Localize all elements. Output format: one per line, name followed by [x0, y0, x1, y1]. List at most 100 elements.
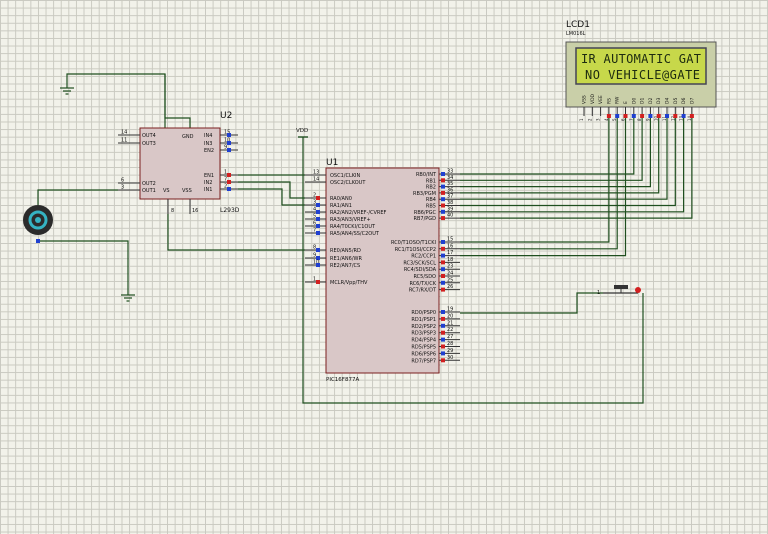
u2-pin-name: OUT4 [142, 133, 156, 139]
u1-pin-number: 8 [313, 245, 316, 251]
lcd-pin-number: 2 [587, 118, 592, 121]
u2-pin-state [227, 141, 231, 145]
u1-pin-name: RA5/AN4/SS/C2OUT [330, 231, 380, 237]
lcd-pin-name: E [623, 101, 629, 104]
u1-pin-name: RD5/PSP5 [411, 345, 436, 351]
u1-pin-number: 28 [447, 341, 453, 347]
ground-symbol [60, 87, 74, 95]
u1-portc-pin-state [441, 253, 445, 258]
lcd-pin-number: 3 [596, 118, 601, 121]
u1-pin-number: 2 [313, 193, 316, 199]
lcd-pin-number: 10 [654, 115, 659, 121]
lcd-pin-number: 9 [645, 118, 650, 121]
button-pin-label: 1 [597, 290, 600, 296]
wire-lcd-data-1 [460, 116, 643, 181]
u2-vss-label: VSS [182, 188, 192, 194]
u2-pin-name: IN3 [204, 141, 212, 147]
lcd-pin-number: 7 [629, 118, 634, 121]
motor-pin-state [36, 239, 40, 243]
u2-model-label: L293D [220, 207, 240, 214]
dc-motor[interactable] [23, 205, 53, 235]
u1-pin-state [316, 256, 320, 260]
u2-pin-number: 11 [121, 138, 127, 144]
u1-pin-number: 27 [447, 334, 453, 340]
lcd-pin-number: 1 [579, 118, 584, 121]
wire-in1 [238, 188, 305, 206]
u1-pin-name: RC7/RX/DT [409, 288, 437, 294]
u2-pin-number: 6 [121, 178, 124, 184]
u1-pin-name: RC5/SDO [413, 274, 436, 280]
lcd-pin-state [615, 114, 620, 118]
u2-pin-number: 3 [121, 185, 124, 191]
u1-pin-name: RE0/AN5/RD [330, 248, 361, 254]
u1-portb-pin-state [441, 184, 445, 189]
u1-pin-name: RA2/AN2/VREF-/CVREF [330, 210, 387, 216]
u1-pin-number: 23 [447, 264, 453, 270]
u2-pin-number: 14 [121, 130, 127, 136]
u1-pin-name: RC0/T1OSO/T1CKI [391, 240, 436, 246]
u2-gnd-label: GND [182, 134, 194, 140]
button-actuator [614, 285, 628, 289]
u1-pin-number: 4 [313, 207, 316, 213]
lcd-pin-name: RS [606, 98, 612, 104]
u1-pin-name: RB7/PGD [413, 216, 436, 222]
lcd-pin-state [631, 114, 636, 118]
u1-pin-number: 37 [447, 194, 453, 200]
u1-pin-number: 22 [447, 327, 453, 333]
wire-lcd-data-3 [460, 116, 660, 194]
u1-pin-number: 3 [313, 200, 316, 206]
u2-ref-label: U2 [220, 111, 232, 121]
u1-portb-pin-state [441, 178, 445, 183]
motor-ring [28, 210, 48, 230]
button-state-indicator [635, 287, 641, 293]
u1-pin-name: RA0/AN0 [330, 196, 352, 202]
u1-pin-number: 26 [447, 284, 453, 290]
u1-portd-pin-state [441, 344, 445, 349]
u1-pin-name: RC3/SCK/SCL [403, 260, 436, 266]
push-button[interactable] [603, 285, 641, 294]
lcd-pin-number: 12 [670, 115, 675, 121]
u2-pin-state [227, 173, 231, 177]
u1-portc-pin-state [441, 287, 445, 292]
u1-pin-number: 6 [313, 221, 316, 227]
u1-pin-state [316, 210, 320, 214]
u1-portb-pin-state [441, 216, 445, 221]
u1-pin-name: RB5 [426, 204, 436, 210]
u1-body[interactable] [325, 167, 440, 374]
u2-pin-name: IN2 [204, 180, 212, 186]
lcd-pin-state [606, 114, 611, 118]
u1-pin-number: 24 [447, 271, 453, 277]
u1-pin-name: RA3/AN3/VREF+ [330, 217, 371, 223]
u1-pin-name: RB2 [426, 185, 436, 191]
u1-pin-number: 35 [447, 181, 453, 187]
u1-pin-number: 21 [447, 320, 453, 326]
wire-lcd-ctrl-0 [460, 116, 610, 243]
wire-in2 [238, 181, 305, 199]
u1-pin-number: 18 [447, 257, 453, 263]
wire-vdd [302, 137, 644, 404]
u1-pin-name: RE2/AN7/CS [330, 263, 360, 269]
u2-pin-state [227, 133, 231, 137]
u2-pin-name: IN4 [204, 133, 212, 139]
wire-lcd-ctrl-1 [460, 116, 618, 250]
u1-portd-pin-state [441, 351, 445, 356]
u2-pin-name: OUT1 [142, 188, 156, 194]
u1-portc-pin-state [441, 274, 445, 278]
u2-pin-number: 2 [224, 184, 227, 190]
u1-pin-number: 38 [447, 200, 453, 206]
u1-pin-name: RC6/TX/CK [409, 281, 436, 287]
u1-portd-pin-state [441, 323, 445, 328]
u2-body[interactable] [139, 127, 221, 200]
u2-pin-number: 10 [224, 138, 230, 144]
ground-symbol [121, 294, 135, 302]
u1-pin-name: RD7/PSP7 [411, 358, 436, 364]
lcd-pin-state [681, 114, 686, 118]
lcd-line-2: NO VEHICLE@GATE [585, 68, 700, 82]
u1-portd-pin-state [441, 330, 445, 335]
u1-pin-name: OSC2/CLKOUT [330, 180, 366, 186]
u1-portb-pin-state [441, 209, 445, 214]
lcd-model-label: LM016L [566, 31, 586, 37]
u2-pin-number: 7 [224, 177, 227, 183]
